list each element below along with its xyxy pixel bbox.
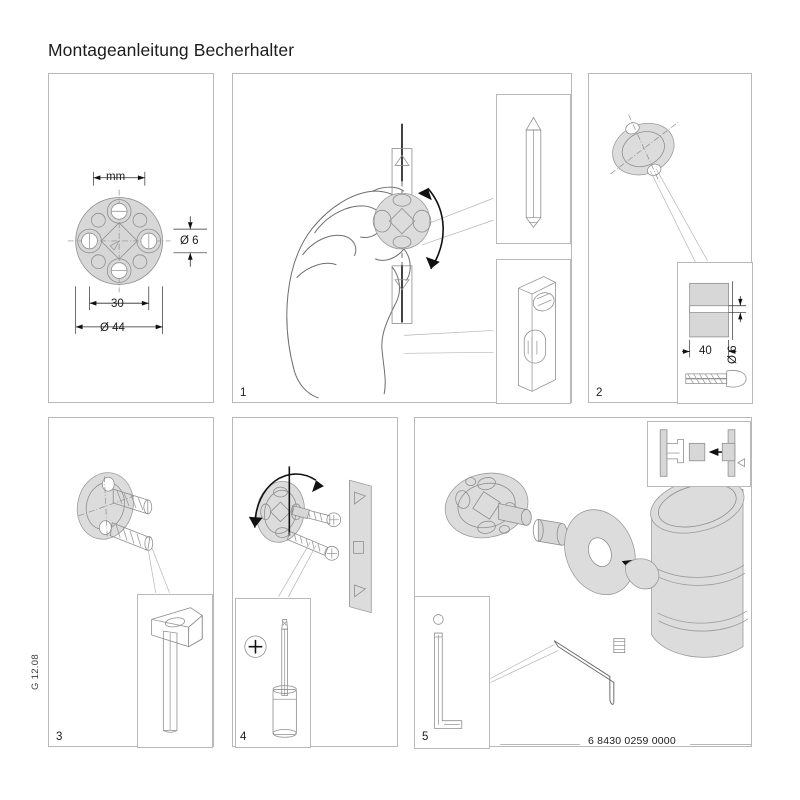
panel-number-1: 1 — [240, 386, 247, 399]
panel-number-4: 4 — [240, 730, 247, 743]
footer-rule-right — [690, 744, 752, 745]
dim-plate-diameter: Ø 44 — [100, 322, 125, 334]
spirit-level-inset — [496, 259, 571, 404]
panel-step-1: 1 — [232, 73, 572, 404]
panel-number-3: 3 — [56, 730, 63, 743]
hammer-inset — [137, 594, 213, 748]
drill-detail-inset — [677, 262, 753, 404]
dim-drill-depth: 40 — [699, 345, 712, 357]
dim-hole-spacing: 30 — [111, 298, 124, 310]
page-title: Montageanleitung Becherhalter — [48, 40, 295, 60]
article-number: 6 8430 0259 0000 — [588, 735, 676, 747]
screwdriver-inset — [235, 598, 311, 748]
pencil-inset — [496, 94, 571, 244]
section-detail-inset — [647, 421, 751, 487]
panel-step-3: 3 — [48, 417, 214, 748]
panel-step-5: 5 — [414, 417, 752, 749]
panel-number-2: 2 — [596, 386, 603, 399]
footer-rule-left — [500, 744, 580, 745]
panel-number-5: 5 — [422, 730, 429, 743]
document-revision-code: G 12.08 — [30, 654, 41, 690]
dim-drill-diameter: Ø 6 — [727, 345, 739, 364]
allen-key-inset — [414, 596, 490, 749]
dim-unit-label: mm — [106, 171, 126, 183]
panel-step-2: 2 Ø 6 40 — [588, 73, 753, 404]
panel-mounting-plate-dimensions: mm Ø 6 30 Ø 44 — [48, 73, 214, 403]
panel-step-4: 4 — [232, 417, 398, 748]
dim-hole-diameter: Ø 6 — [180, 235, 199, 247]
